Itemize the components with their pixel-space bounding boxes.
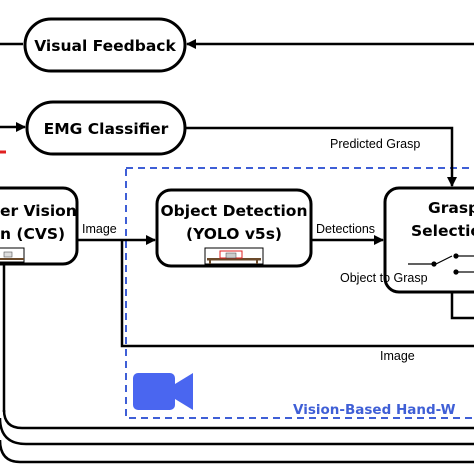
image-label-top: Image [82, 222, 117, 236]
predicted-grasp-label: Predicted Grasp [330, 137, 420, 151]
bottom-curve-2 [0, 417, 474, 446]
grasp-selection-label-line2: Selectio [411, 222, 474, 240]
cvs-label-line2: n (CVS) [0, 225, 65, 243]
vision-region-border [125, 167, 474, 419]
image-arrow-bottom [120, 240, 474, 348]
cvs-label-line1: er Vision [0, 202, 77, 220]
object-to-grasp-label: Object to Grasp [340, 271, 428, 285]
predicted-grasp-arrow [185, 126, 457, 187]
object-detection-node [155, 188, 313, 268]
grasp-selection-label-line1: Grasp [428, 199, 474, 217]
table-scene-icon [0, 247, 25, 263]
object-to-grasp-line [450, 292, 474, 320]
emg-classifier-label: EMG Classifier [44, 120, 169, 138]
cvs-node [0, 186, 79, 266]
grasp-selection-node [383, 186, 474, 294]
video-camera-icon [133, 373, 193, 410]
object-detection-label-line2: (YOLO v5s) [186, 225, 282, 243]
image-label-bottom: Image [380, 349, 415, 363]
detections-label: Detections [316, 222, 375, 236]
detected-object-icon [204, 247, 264, 265]
bottom-curve-3 [0, 439, 474, 464]
bottom-curve-1 [2, 409, 474, 430]
object-detection-label-line1: Object Detection [161, 202, 308, 220]
visual-feedback-label: Visual Feedback [34, 37, 176, 55]
switch-icon [408, 253, 474, 275]
region-caption: Vision-Based Hand-W [293, 402, 456, 418]
visual-feedback-node [23, 17, 187, 73]
